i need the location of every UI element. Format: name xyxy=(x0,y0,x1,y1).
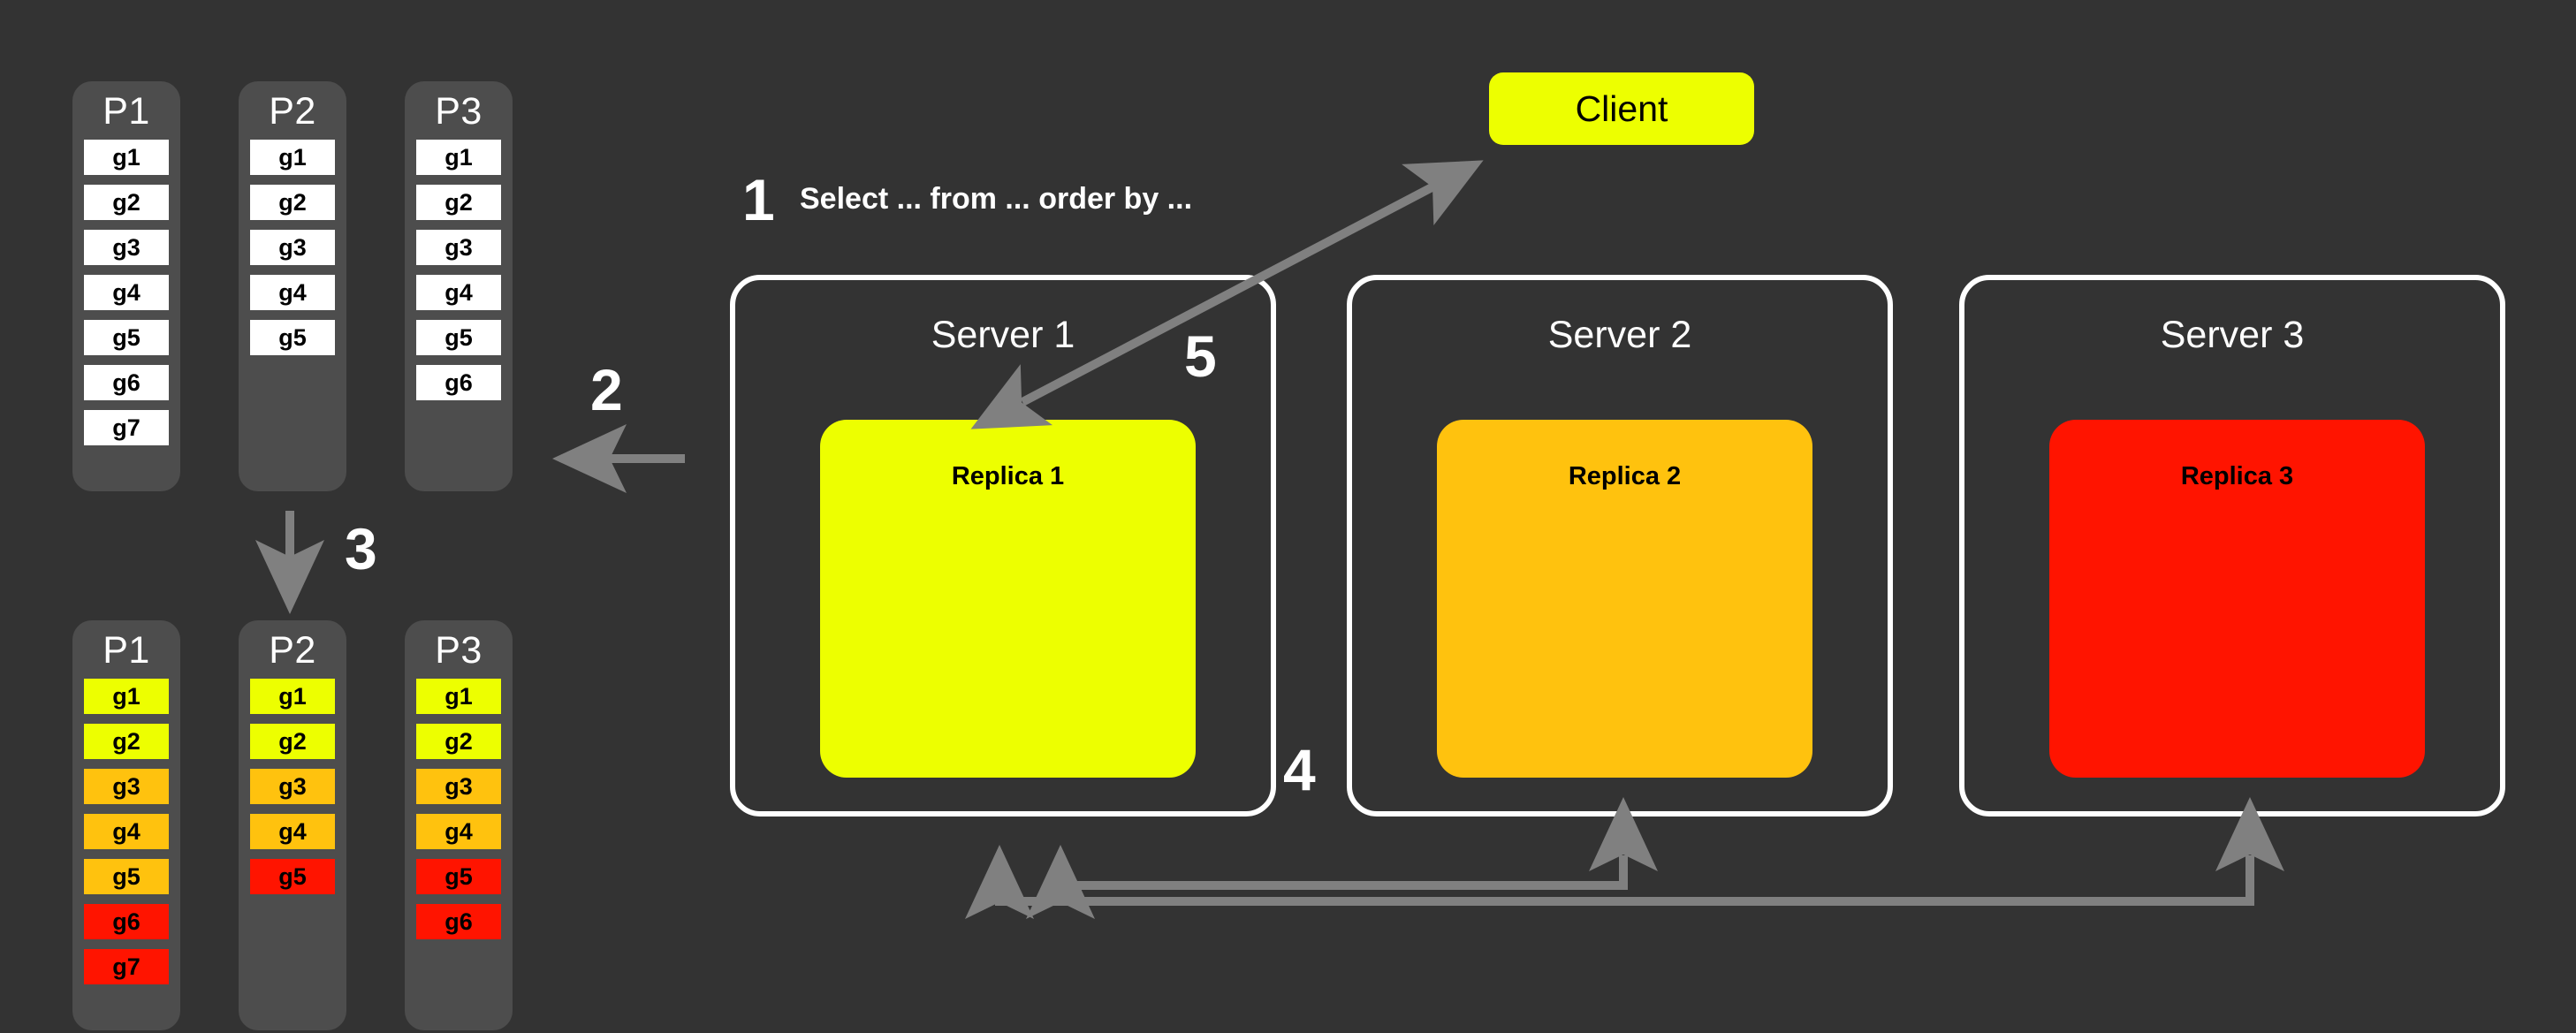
partition-cell: g4 xyxy=(416,814,501,849)
server-1: Server 1 Replica 1 xyxy=(730,275,1276,817)
partition-title: P3 xyxy=(435,629,483,672)
partition-cell: g5 xyxy=(250,859,335,894)
partition-cell: g2 xyxy=(250,724,335,759)
partition-cell: g3 xyxy=(416,769,501,804)
arrow-step4-server3-to-server1 xyxy=(965,796,2284,919)
server-title: Server 1 xyxy=(931,314,1075,356)
partition-title: P1 xyxy=(103,629,150,672)
partition-cell: g6 xyxy=(84,365,169,400)
partition-cells: g1 g2 g3 g4 g5 g6 g7 xyxy=(72,679,180,994)
arrow-step4-server2-to-server1 xyxy=(1026,796,1658,919)
partition-before-p1: P1 g1 g2 g3 g4 g5 g6 g7 xyxy=(72,81,180,491)
partition-cell: g3 xyxy=(84,230,169,265)
partition-cell: g3 xyxy=(84,769,169,804)
replica-3[interactable]: Replica 3 xyxy=(2049,420,2425,778)
partition-cell: g6 xyxy=(416,904,501,939)
partition-title: P2 xyxy=(269,629,316,672)
replica-label: Replica 3 xyxy=(2180,462,2294,490)
partition-cells: g1 g2 g3 g4 g5 g6 xyxy=(405,679,513,949)
partition-cells: g1 g2 g3 g4 g5 xyxy=(239,679,346,904)
partition-cell: g3 xyxy=(250,230,335,265)
partition-cell: g6 xyxy=(416,365,501,400)
partition-cell: g5 xyxy=(84,320,169,355)
partition-cell: g2 xyxy=(250,185,335,220)
partition-title: P1 xyxy=(103,90,150,133)
partition-cell: g3 xyxy=(416,230,501,265)
partition-cell: g2 xyxy=(84,185,169,220)
step-number-1: 1 xyxy=(742,167,775,232)
partition-before-p3: P3 g1 g2 g3 g4 g5 g6 xyxy=(405,81,513,491)
partition-title: P2 xyxy=(269,90,316,133)
replica-2[interactable]: Replica 2 xyxy=(1437,420,1812,778)
partition-cell: g2 xyxy=(416,724,501,759)
partition-cells: g1 g2 g3 g4 g5 xyxy=(239,140,346,365)
partition-cell: g4 xyxy=(250,814,335,849)
partition-after-p3: P3 g1 g2 g3 g4 g5 g6 xyxy=(405,620,513,1030)
partition-cell: g2 xyxy=(416,185,501,220)
server-3: Server 3 Replica 3 xyxy=(1959,275,2505,817)
partition-before-p2: P2 g1 g2 g3 g4 g5 xyxy=(239,81,346,491)
partition-cell: g4 xyxy=(84,275,169,310)
client-label: Client xyxy=(1575,87,1668,129)
partition-cell: g4 xyxy=(416,275,501,310)
partition-cell: g3 xyxy=(250,769,335,804)
partition-cell: g5 xyxy=(84,859,169,894)
partition-title: P3 xyxy=(435,90,483,133)
partition-cell: g1 xyxy=(250,140,335,175)
partition-cell: g5 xyxy=(416,859,501,894)
partition-cell: g1 xyxy=(84,140,169,175)
partition-cells: g1 g2 g3 g4 g5 g6 xyxy=(405,140,513,410)
partition-after-p2: P2 g1 g2 g3 g4 g5 xyxy=(239,620,346,1030)
partition-cell: g1 xyxy=(250,679,335,714)
partition-cell: g1 xyxy=(84,679,169,714)
partition-cell: g1 xyxy=(416,679,501,714)
partition-cell: g4 xyxy=(250,275,335,310)
server-title: Server 2 xyxy=(1547,314,1692,356)
replica-label: Replica 1 xyxy=(951,462,1065,490)
server-2: Server 2 Replica 2 xyxy=(1347,275,1893,817)
partition-cell: g1 xyxy=(416,140,501,175)
step-number-4: 4 xyxy=(1283,737,1316,802)
step-number-3: 3 xyxy=(345,516,377,581)
partition-cell: g5 xyxy=(416,320,501,355)
server-title: Server 3 xyxy=(2160,314,2305,356)
query-label: Select ... from ... order by ... xyxy=(800,182,1193,216)
replica-1[interactable]: Replica 1 xyxy=(820,420,1196,778)
partition-after-p1: P1 g1 g2 g3 g4 g5 g6 g7 xyxy=(72,620,180,1030)
client-node[interactable]: Client xyxy=(1489,72,1754,145)
partition-cells: g1 g2 g3 g4 g5 g6 g7 xyxy=(72,140,180,455)
partition-cell: g6 xyxy=(84,904,169,939)
partition-cell: g7 xyxy=(84,410,169,445)
replica-label: Replica 2 xyxy=(1568,462,1682,490)
partition-cell: g5 xyxy=(250,320,335,355)
partition-cell: g4 xyxy=(84,814,169,849)
partition-cell: g2 xyxy=(84,724,169,759)
partition-cell: g7 xyxy=(84,949,169,984)
step-number-2: 2 xyxy=(590,357,623,422)
